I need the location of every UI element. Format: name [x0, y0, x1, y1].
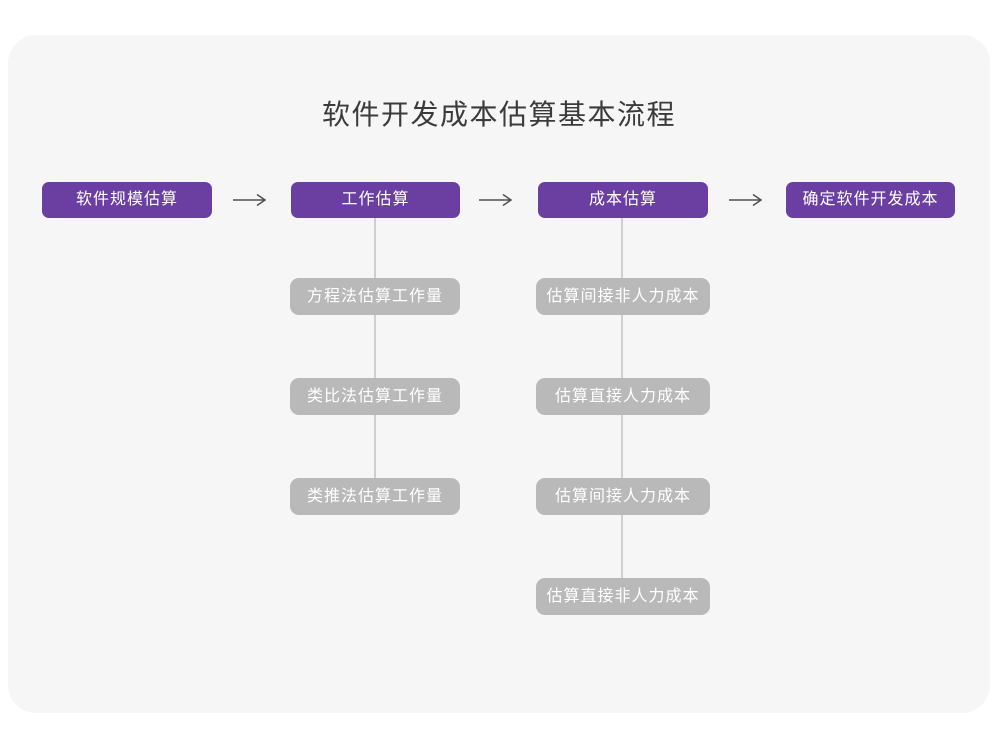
arrow-right-icon — [479, 193, 513, 207]
step-determine-development-cost: 确定软件开发成本 — [786, 182, 955, 218]
connector-work-estimation-branch — [374, 218, 376, 498]
arrow-right-icon — [233, 193, 267, 207]
step-cost-estimation: 成本估算 — [538, 182, 708, 218]
diagram-title: 软件开发成本估算基本流程 — [321, 99, 676, 130]
cost-indirect-nonlabor: 估算间接非人力成本 — [536, 278, 710, 315]
cost-direct-nonlabor: 估算直接非人力成本 — [536, 578, 710, 615]
method-analogy-estimation: 类比法估算工作量 — [290, 378, 460, 415]
cost-direct-labor: 估算直接人力成本 — [536, 378, 710, 415]
method-extrapolation-estimation: 类推法估算工作量 — [290, 478, 460, 515]
flowchart-card: 软件开发成本估算基本流程 软件规模估算 工作估算 成本估算 确定软件开发成本 方… — [8, 35, 990, 713]
method-equation-estimation: 方程法估算工作量 — [290, 278, 460, 315]
step-software-scale-estimation: 软件规模估算 — [42, 182, 212, 218]
step-work-estimation: 工作估算 — [291, 182, 460, 218]
cost-indirect-labor: 估算间接人力成本 — [536, 478, 710, 515]
arrow-right-icon — [729, 193, 763, 207]
